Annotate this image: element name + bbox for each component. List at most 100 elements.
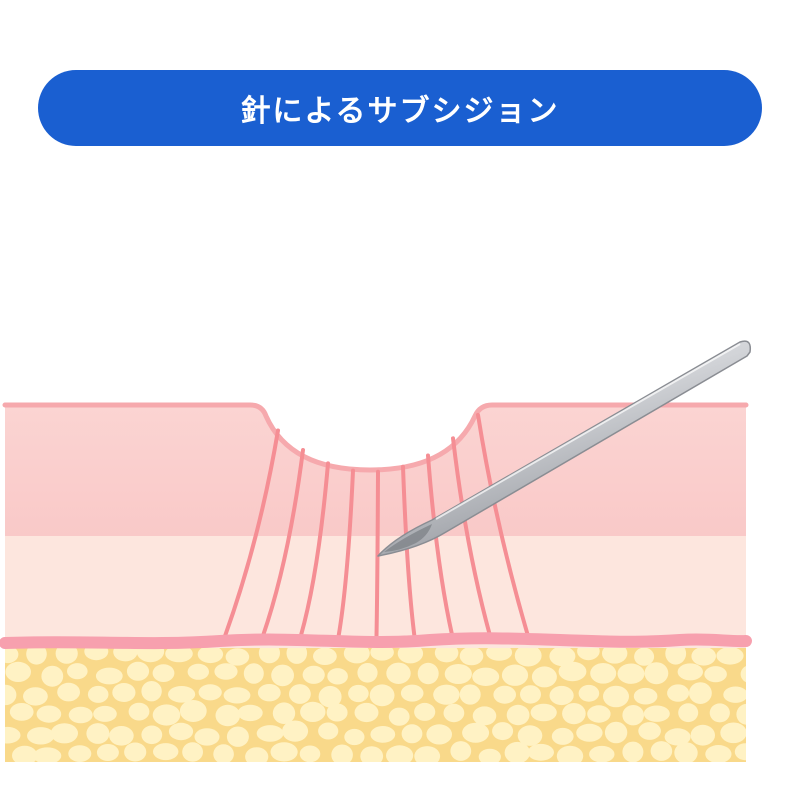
fibrous-septa-bands xyxy=(223,412,530,638)
fat-cell xyxy=(302,665,325,684)
fat-cell xyxy=(517,725,543,746)
fat-cell xyxy=(590,663,617,684)
fat-cell xyxy=(124,742,147,762)
fat-cell xyxy=(86,723,110,744)
fat-cell xyxy=(530,703,557,722)
fat-cell xyxy=(736,703,746,725)
fat-cell xyxy=(720,722,746,744)
fat-cell xyxy=(486,648,513,661)
fat-cell xyxy=(501,664,529,686)
fat-cell xyxy=(141,681,162,702)
fat-cell xyxy=(153,743,179,761)
fat-cell xyxy=(492,722,514,741)
fat-cell xyxy=(57,682,80,702)
fat-cell xyxy=(604,721,628,744)
fat-cell xyxy=(691,648,716,666)
fat-cell xyxy=(187,663,209,680)
fat-cell xyxy=(602,648,628,664)
needle xyxy=(377,340,752,557)
fat-cell xyxy=(689,682,712,704)
fat-cells xyxy=(5,648,746,762)
fat-cell xyxy=(286,648,308,664)
fat-cell xyxy=(327,668,348,685)
fat-cell xyxy=(67,663,88,680)
fat-layer xyxy=(5,648,746,762)
fat-cell xyxy=(243,663,264,684)
fat-cell xyxy=(459,648,484,666)
fat-cell xyxy=(459,684,481,705)
fat-cell xyxy=(36,705,62,723)
fat-cell xyxy=(514,648,542,667)
fat-cell xyxy=(344,728,365,746)
fat-cell xyxy=(674,742,698,762)
fat-cell xyxy=(740,665,746,683)
fat-cell xyxy=(705,745,732,762)
fibrous-band xyxy=(476,412,530,638)
fat-cell xyxy=(331,744,353,762)
fat-cell xyxy=(5,661,31,683)
fat-cell xyxy=(272,702,296,724)
fat-cell xyxy=(531,666,557,688)
fat-cell xyxy=(128,702,150,721)
fat-cell xyxy=(213,744,234,762)
fat-cell xyxy=(9,703,34,721)
fat-cell xyxy=(348,684,369,703)
fat-cell xyxy=(96,744,119,761)
fat-cell xyxy=(587,705,611,723)
fat-cell xyxy=(299,745,321,762)
fat-cell xyxy=(734,743,746,761)
fat-cell xyxy=(179,700,207,722)
fat-cell xyxy=(576,723,603,742)
fat-cell xyxy=(215,704,241,727)
fat-cell xyxy=(520,685,541,704)
needle-shaft xyxy=(377,340,752,557)
fat-cell xyxy=(95,667,123,685)
fat-cell xyxy=(318,685,342,708)
fibrous-band xyxy=(260,448,305,638)
fat-cell xyxy=(225,648,250,666)
fat-cell xyxy=(506,704,530,726)
fat-cell xyxy=(549,648,576,667)
fat-cell xyxy=(93,705,117,722)
fat-cell xyxy=(318,722,339,740)
fibrous-band xyxy=(426,453,455,638)
fibrous-band xyxy=(374,469,380,638)
fat-cell xyxy=(444,664,472,684)
fat-cell xyxy=(23,687,48,706)
fat-cell xyxy=(5,648,19,664)
fat-cell xyxy=(313,648,337,665)
fat-cell xyxy=(165,648,193,663)
fat-cell xyxy=(622,705,644,726)
fat-cell xyxy=(326,703,348,722)
fat-cell xyxy=(41,665,64,687)
fat-cell xyxy=(664,728,691,746)
fat-cell xyxy=(716,648,744,665)
fat-cell xyxy=(414,702,436,721)
fat-cell xyxy=(354,702,379,723)
fat-cell xyxy=(152,664,175,682)
fat-cell xyxy=(282,720,309,742)
fat-cell xyxy=(198,684,222,701)
fibrous-band xyxy=(336,468,355,638)
fat-cell xyxy=(300,701,326,723)
fat-cell xyxy=(27,727,55,745)
fat-cell xyxy=(87,685,109,703)
needle-bevel xyxy=(384,524,432,552)
fat-cell xyxy=(578,684,600,702)
fat-cell xyxy=(136,648,165,663)
fat-cell xyxy=(450,741,472,761)
fat-cell xyxy=(197,648,224,664)
fat-cell xyxy=(433,684,460,705)
fat-cell xyxy=(589,745,615,762)
fat-cell xyxy=(270,742,298,762)
fat-cell xyxy=(638,722,661,740)
fat-cell xyxy=(84,648,109,661)
fat-cell xyxy=(665,648,687,665)
fibrous-band xyxy=(298,461,330,638)
fat-cell xyxy=(50,723,78,744)
fat-cell xyxy=(643,705,670,722)
fat-cell xyxy=(622,741,644,762)
fat-cell xyxy=(704,666,727,683)
fat-cell xyxy=(271,664,294,687)
